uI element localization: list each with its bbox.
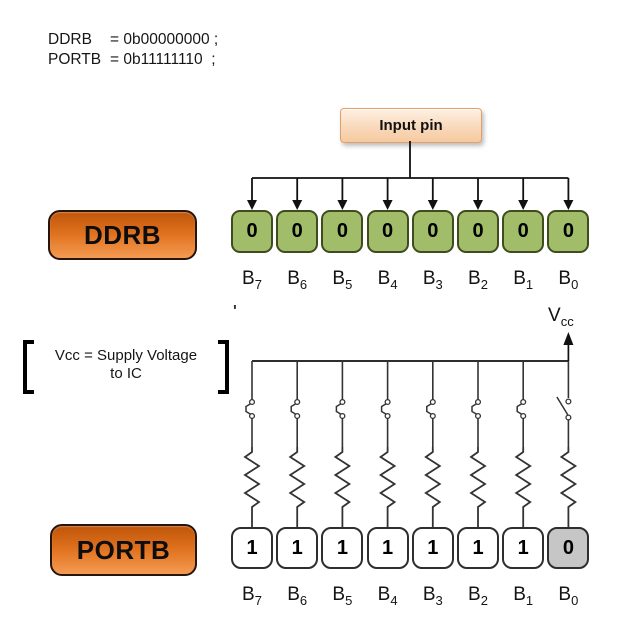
ddrb-bit-b0-cell: 0 [547, 210, 590, 253]
code-register-name: DDRB [48, 31, 92, 48]
bit-label-b0: B0 [558, 584, 579, 608]
ddrb-bit-b6-cell: 0 [276, 210, 319, 253]
bit-label-b6: B6 [287, 584, 308, 608]
switch-closed-blade [471, 402, 478, 416]
vcc-note-line2: to IC [110, 365, 142, 382]
input-pin-fanout-line [252, 141, 569, 179]
vcc-note-line1: Vcc = Supply Voltage [54, 347, 198, 364]
fanout-arrowhead-icon [427, 200, 438, 210]
fanout-arrowhead-icon [473, 200, 483, 210]
bit-label-b2: B2 [468, 584, 488, 608]
bit-label-b1: B1 [513, 268, 534, 292]
switch-terminal [248, 398, 256, 406]
pullup-resistor [288, 447, 306, 527]
portb-bit-b4-cell: 1 [366, 527, 409, 569]
left-bracket [23, 340, 34, 394]
switch-terminal [339, 412, 346, 420]
bit-label-b3: B3 [422, 584, 443, 608]
switch-terminal [339, 398, 346, 406]
bit-label-b7: B7 [242, 268, 262, 292]
portb-bit-b1-cell: 1 [502, 527, 545, 569]
fanout-arrowhead-icon [337, 200, 348, 210]
switch-terminal [248, 412, 256, 420]
switch-closed-blade [380, 402, 387, 416]
switch-closed-blade [335, 402, 342, 416]
bit-label-b0: B0 [558, 268, 579, 292]
pullup-resistor [378, 447, 397, 527]
ddrb-bit-b3-cell: 0 [411, 210, 454, 253]
fanout-arrowhead-icon [382, 200, 393, 210]
portb-bit-b2-cell: 1 [457, 527, 499, 569]
bit-label-b5: B5 [332, 268, 353, 292]
code-line-ddrb: DDRB = 0b00000000 ; [48, 30, 218, 50]
switch-terminal [294, 398, 301, 406]
switch-terminal [565, 398, 572, 405]
switch-terminal [474, 412, 482, 420]
portb-bit-b6-cell: 1 [276, 527, 319, 569]
code-register-value: = 0b11111110 ; [110, 50, 216, 68]
pullup-resistor [333, 447, 352, 527]
ddrb-bit-b4-cell: 0 [366, 210, 409, 253]
pullup-resistor [469, 447, 487, 527]
pullup-resistor [559, 447, 578, 527]
stray-tick-mark: ' [233, 303, 237, 320]
portb-bit-b5-cell: 1 [321, 527, 364, 569]
right-bracket [218, 340, 229, 394]
ddrb-bit-b1-cell: 0 [502, 210, 545, 253]
switch-terminal [565, 414, 572, 421]
bit-label-b1: B1 [513, 584, 534, 608]
switch-terminal [429, 412, 436, 420]
bit-label-b2: B2 [468, 268, 488, 292]
switch-terminal [384, 398, 391, 406]
switch-terminal [520, 412, 527, 420]
portb-bit-b7-cell: 1 [231, 527, 273, 569]
bit-label-b7: B7 [242, 584, 262, 608]
ddrb-badge-label: DDRB [83, 219, 162, 250]
portb-badge-label: PORTB [76, 534, 171, 565]
input-pin-label: Input pin [379, 117, 443, 134]
switch-terminal [520, 398, 527, 406]
fanout-arrowhead-icon [292, 200, 303, 210]
input-pin-callout: Input pin [340, 108, 482, 143]
switch-closed-blade [426, 402, 433, 416]
vcc-arrowhead-icon [563, 332, 574, 345]
code-register-name: PORTB [48, 50, 102, 68]
bit-label-b4: B4 [377, 584, 398, 608]
portb-badge: PORTB [50, 524, 197, 576]
fanout-arrowhead-icon [563, 200, 574, 210]
code-line-portb: PORTB = 0b11111110 ; [48, 50, 218, 70]
ddrb-bit-b7-cell: 0 [231, 210, 273, 253]
bit-label-b6: B6 [287, 268, 308, 292]
portb-bit-b3-cell: 1 [411, 527, 454, 569]
fanout-arrowhead-icon [247, 200, 257, 210]
bit-label-b3: B3 [422, 268, 443, 292]
pullup-resistor [514, 447, 532, 527]
code-snippet: DDRB = 0b00000000 ; PORTB = 0b11111110 ; [48, 30, 218, 69]
ddrb-badge: DDRB [48, 210, 197, 260]
code-register-value: = 0b00000000 ; [110, 31, 219, 48]
switch-closed-blade [245, 402, 252, 416]
pullup-resistor [424, 447, 442, 527]
ddrb-bit-b2-cell: 0 [457, 210, 499, 253]
switch-terminal [384, 412, 391, 420]
switch-open-blade [556, 396, 569, 416]
vcc-bus-line [252, 343, 570, 362]
bit-label-b4: B4 [377, 268, 398, 292]
vcc-note: Vcc = Supply Voltage to IC [36, 347, 216, 383]
switch-terminal [429, 398, 436, 406]
portb-bit-b0-cell: 0 [547, 527, 590, 569]
switch-closed-blade [290, 402, 297, 416]
switch-terminal [474, 398, 482, 406]
vcc-label: Vcc [548, 305, 574, 329]
switch-terminal [294, 412, 301, 420]
switch-closed-blade [516, 402, 523, 416]
ddrb-bit-b5-cell: 0 [321, 210, 364, 253]
fanout-arrowhead-icon [518, 200, 529, 210]
pullup-resistor [243, 447, 261, 527]
bit-label-b5: B5 [332, 584, 353, 608]
